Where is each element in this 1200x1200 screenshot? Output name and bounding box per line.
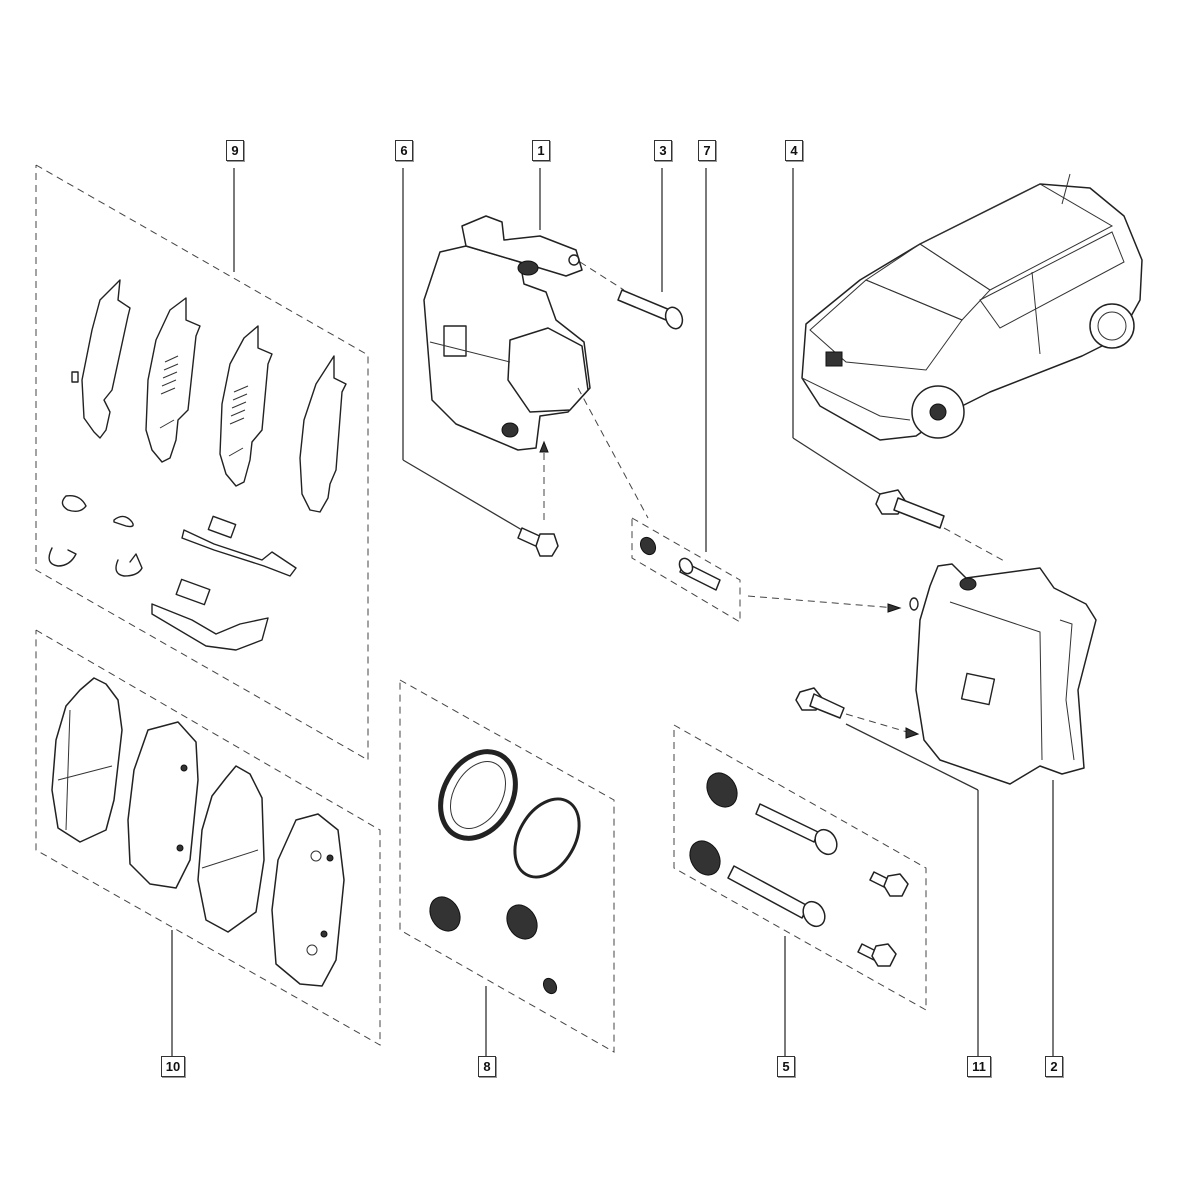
- kit-8-boundary: [399, 679, 615, 1053]
- callout-3[interactable]: 3: [654, 140, 672, 161]
- carrier-window: [960, 672, 996, 706]
- callout-4[interactable]: 4: [785, 140, 803, 161]
- spring-clip-2: [113, 515, 134, 528]
- bolt-11-path: [845, 713, 915, 735]
- kit-10-boundary: [35, 629, 381, 1046]
- bracket-lower-bolt-11: [795, 687, 845, 719]
- pad-2-rivet-1: [180, 764, 188, 772]
- brake-caliper-group: [402, 168, 684, 557]
- piston-o-ring: [513, 797, 581, 879]
- leader-4-diagonal: [792, 437, 881, 495]
- shim-2-slots: [159, 355, 179, 429]
- kit-7-boundary: [631, 517, 741, 623]
- callout-9[interactable]: 9: [226, 140, 244, 161]
- pad-fitting-kit-group: [35, 164, 369, 761]
- callout-1[interactable]: 1: [532, 140, 550, 161]
- shim-3: [219, 325, 273, 487]
- leader-11-diagonal: [845, 723, 979, 791]
- caliper-carrier-group: [795, 489, 1097, 1056]
- bleed-screw: [678, 557, 721, 591]
- bleed-screw-cap: [639, 536, 657, 556]
- bolt-6-arrowhead: [539, 440, 549, 453]
- bolt-11-arrowhead: [905, 727, 920, 739]
- guide-boot-2: [506, 904, 538, 940]
- kit-5-boundary: [673, 724, 927, 1011]
- callout-10[interactable]: 10: [161, 1056, 185, 1077]
- bleed-arrowhead: [887, 603, 902, 613]
- car-roof: [918, 183, 1114, 291]
- callout-5[interactable]: 5: [777, 1056, 795, 1077]
- brake-pad-3: [197, 765, 265, 933]
- bleed-screw-to-carrier-path: [747, 595, 897, 609]
- callout-2[interactable]: 2: [1045, 1056, 1063, 1077]
- caliper-guide-bolt-3: [617, 289, 684, 330]
- shim-4: [299, 355, 347, 513]
- caliper-window: [443, 325, 467, 357]
- caliper-body-line: [429, 341, 511, 363]
- caliper-piston-housing: [507, 327, 589, 413]
- kit-9-boundary: [35, 164, 369, 761]
- guide-boot-a: [706, 772, 738, 808]
- callout-6[interactable]: 6: [395, 140, 413, 161]
- pad-2-rivet-2: [176, 844, 184, 852]
- spring-clip-3: [48, 547, 77, 567]
- guide-bolt-a: [869, 871, 909, 897]
- carrier-bleed-port: [909, 597, 919, 611]
- car-side-windows: [979, 231, 1125, 329]
- caliper-top-housing: [461, 215, 583, 277]
- car-logo: [825, 351, 843, 367]
- shim-1: [81, 279, 131, 439]
- leader-6-diagonal: [402, 459, 523, 531]
- bleed-screw-path: [577, 387, 649, 519]
- car-body: [801, 183, 1143, 441]
- vehicle-illustration: [792, 168, 1143, 495]
- piston-dust-seal: [438, 749, 518, 841]
- pad-4-hole-2: [306, 944, 318, 956]
- guide-boot-1: [429, 896, 461, 932]
- guide-pin-long: [727, 865, 826, 928]
- bleed-cap: [542, 977, 558, 995]
- guide-pin-kit-group: [673, 724, 927, 1056]
- abutment-clip-1-box: [207, 515, 237, 539]
- brake-pad-1: [51, 677, 123, 843]
- bolt-3-path: [579, 261, 625, 291]
- caliper-upper-spring: [517, 260, 539, 276]
- caliper-bracket-bolt-4: [875, 489, 945, 529]
- shim-2: [145, 297, 201, 463]
- pad-4-hole-1: [310, 850, 322, 862]
- pad-4-rivet-2: [320, 930, 328, 938]
- pad-4-rivet-1: [326, 854, 334, 862]
- shim-3-slots: [228, 385, 249, 457]
- brake-pad-4: [271, 813, 345, 987]
- abutment-clip-1: [181, 529, 297, 577]
- caliper-lower-bolt-6: [517, 527, 559, 557]
- caliper-bolt-hole: [568, 254, 580, 266]
- guide-bolt-b: [857, 943, 897, 967]
- brake-pad-2: [127, 721, 199, 889]
- bolt-4-path: [943, 527, 1007, 563]
- caliper-lower-spring: [501, 422, 519, 438]
- guide-pin-short: [755, 803, 838, 856]
- guide-boot-b: [689, 840, 721, 876]
- shim-1-tab: [71, 371, 79, 383]
- abutment-clip-2: [151, 603, 269, 651]
- car-front-brake-highlight: [929, 403, 947, 421]
- bleed-screw-kit-group: [631, 168, 902, 623]
- callout-7[interactable]: 7: [698, 140, 716, 161]
- car-door-line: [1031, 271, 1041, 355]
- spring-clip-1: [61, 495, 87, 513]
- caliper-repair-kit-group: [399, 679, 615, 1056]
- spring-clip-4: [115, 553, 143, 577]
- carrier-bracket-arm: [1059, 619, 1075, 761]
- abutment-clip-2-box: [175, 578, 211, 606]
- car-front-bumper: [801, 377, 911, 421]
- callout-11[interactable]: 11: [967, 1056, 991, 1077]
- car-rear-wheel: [1089, 303, 1135, 349]
- brake-pad-set-group: [35, 629, 381, 1056]
- car-antenna: [1061, 173, 1071, 205]
- caliper-carrier-body: [915, 563, 1097, 785]
- carrier-upper-spring: [959, 577, 977, 591]
- callout-8[interactable]: 8: [478, 1056, 496, 1077]
